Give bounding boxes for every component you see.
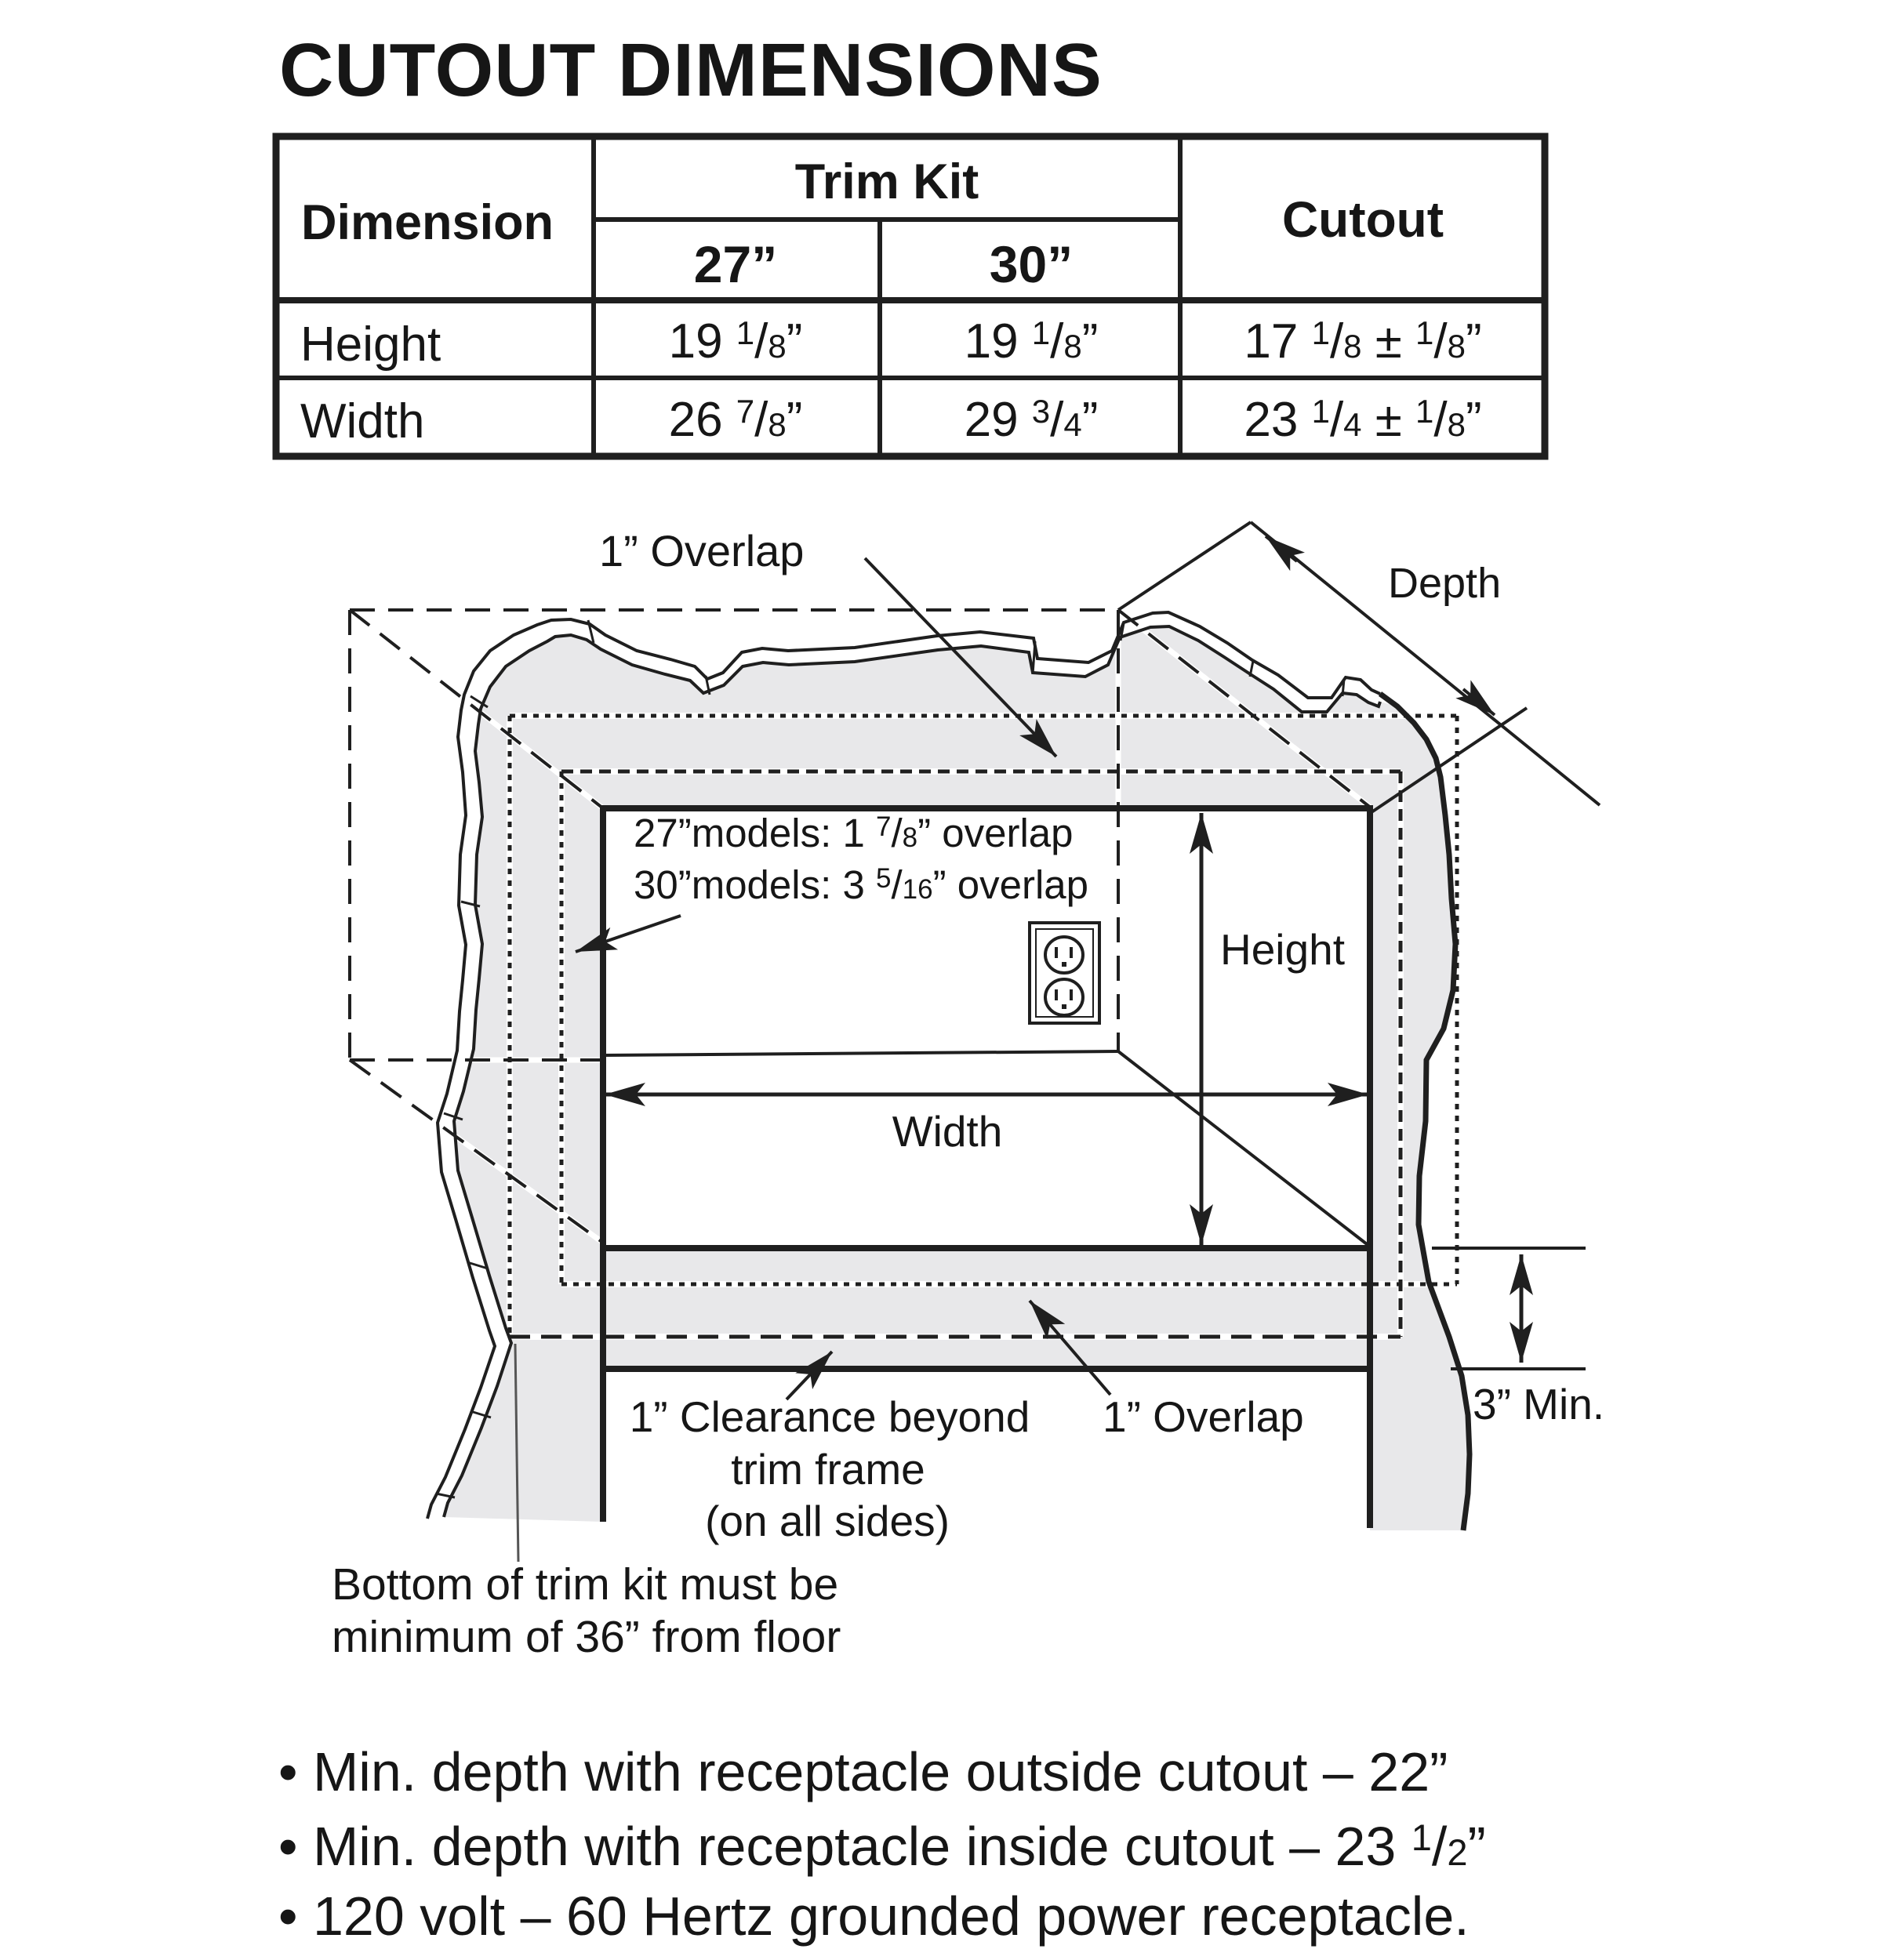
svg-text:Depth: Depth bbox=[1388, 560, 1501, 607]
svg-text:23 1/4 ± 1/8”: 23 1/4 ± 1/8” bbox=[1244, 393, 1481, 447]
svg-text:Height: Height bbox=[1220, 925, 1345, 974]
svg-text:trim frame: trim frame bbox=[731, 1445, 925, 1494]
svg-text:17 1/8 ± 1/8”: 17 1/8 ± 1/8” bbox=[1244, 314, 1481, 368]
svg-text:1” Overlap: 1” Overlap bbox=[599, 526, 804, 575]
svg-text:1” Clearance beyond: 1” Clearance beyond bbox=[630, 1392, 1030, 1441]
svg-text:Cutout: Cutout bbox=[1282, 191, 1444, 248]
svg-text:• Min. depth with receptacle i: • Min. depth with receptacle inside cuto… bbox=[278, 1816, 1486, 1877]
svg-text:30”: 30” bbox=[990, 235, 1073, 293]
svg-text:Trim Kit: Trim Kit bbox=[795, 154, 979, 209]
svg-text:27”: 27” bbox=[694, 235, 777, 293]
svg-text:Dimension: Dimension bbox=[301, 195, 554, 250]
svg-text:• Min. depth with receptacle o: • Min. depth with receptacle outside cut… bbox=[278, 1741, 1448, 1802]
svg-text:Width: Width bbox=[300, 394, 424, 448]
svg-text:3” Min.: 3” Min. bbox=[1473, 1380, 1604, 1428]
svg-text:(on all sides): (on all sides) bbox=[705, 1497, 950, 1545]
svg-text:• 120 volt – 60 Hertz grounded: • 120 volt – 60 Hertz grounded power rec… bbox=[278, 1886, 1470, 1947]
svg-text:27”models: 1 7/8” overlap: 27”models: 1 7/8” overlap bbox=[634, 811, 1074, 855]
svg-text:Bottom of trim kit must be: Bottom of trim kit must be bbox=[332, 1559, 838, 1610]
svg-text:Height: Height bbox=[300, 318, 441, 372]
svg-text:Width: Width bbox=[892, 1107, 1003, 1156]
svg-text:1” Overlap: 1” Overlap bbox=[1103, 1392, 1304, 1441]
svg-text:minimum of 36” from floor: minimum of 36” from floor bbox=[332, 1612, 841, 1662]
svg-text:30”models: 3 5/16” overlap: 30”models: 3 5/16” overlap bbox=[634, 862, 1088, 907]
svg-text:CUTOUT DIMENSIONS: CUTOUT DIMENSIONS bbox=[279, 28, 1103, 112]
